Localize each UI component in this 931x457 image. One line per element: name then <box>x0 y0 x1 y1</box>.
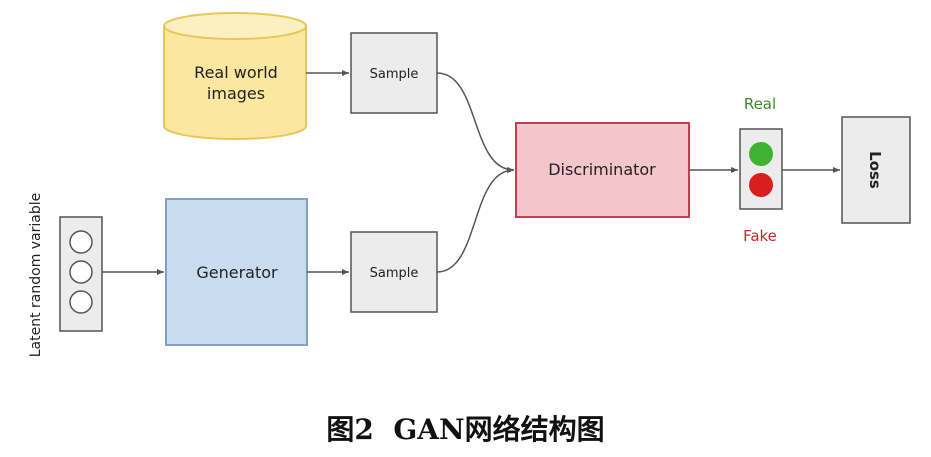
real-light-icon <box>749 142 773 166</box>
discriminator-node: Discriminator <box>515 122 690 218</box>
arrow-sample-top-to-discriminator <box>436 72 515 173</box>
sample-top-label: Sample <box>370 67 419 82</box>
sample-bottom-node: Sample <box>350 231 438 313</box>
fake-label: Fake <box>743 227 777 245</box>
loss-box <box>841 116 911 224</box>
connectors <box>102 70 840 275</box>
latent-unit-3 <box>69 290 93 314</box>
latent-unit-2 <box>69 260 93 284</box>
loss-node: Loss <box>841 116 911 224</box>
sample-top-node: Sample <box>350 32 438 114</box>
arrow-sample-bottom-to-discriminator <box>436 167 515 273</box>
figure-title: GAN网络结构图 <box>393 413 605 446</box>
sample-top-box <box>350 32 438 114</box>
real-world-images-label-line2: images <box>207 84 265 103</box>
cylinder-body <box>163 26 307 140</box>
real-fake-indicator: Real Fake <box>739 95 783 245</box>
gan-architecture-diagram: Real world images Sample Latent random v… <box>28 12 911 358</box>
real-world-images-label-line1: Real world <box>194 63 278 82</box>
generator-box <box>165 198 308 346</box>
sample-bottom-label: Sample <box>370 266 419 281</box>
fake-light-icon <box>749 173 773 197</box>
real-world-images-node: Real world images <box>163 12 307 140</box>
latent-label: Latent random variable <box>28 193 44 358</box>
loss-label: Loss <box>866 151 884 189</box>
generator-node: Generator <box>165 198 308 346</box>
generator-label: Generator <box>196 263 278 282</box>
figure-caption: 图2 GAN网络结构图 <box>0 408 931 448</box>
latent-unit-1 <box>69 230 93 254</box>
cylinder-top <box>163 12 307 40</box>
figure-number: 图2 <box>326 413 374 446</box>
discriminator-label: Discriminator <box>548 160 656 179</box>
real-label: Real <box>744 95 776 113</box>
latent-node: Latent random variable <box>28 193 103 358</box>
discriminator-box <box>515 122 690 218</box>
